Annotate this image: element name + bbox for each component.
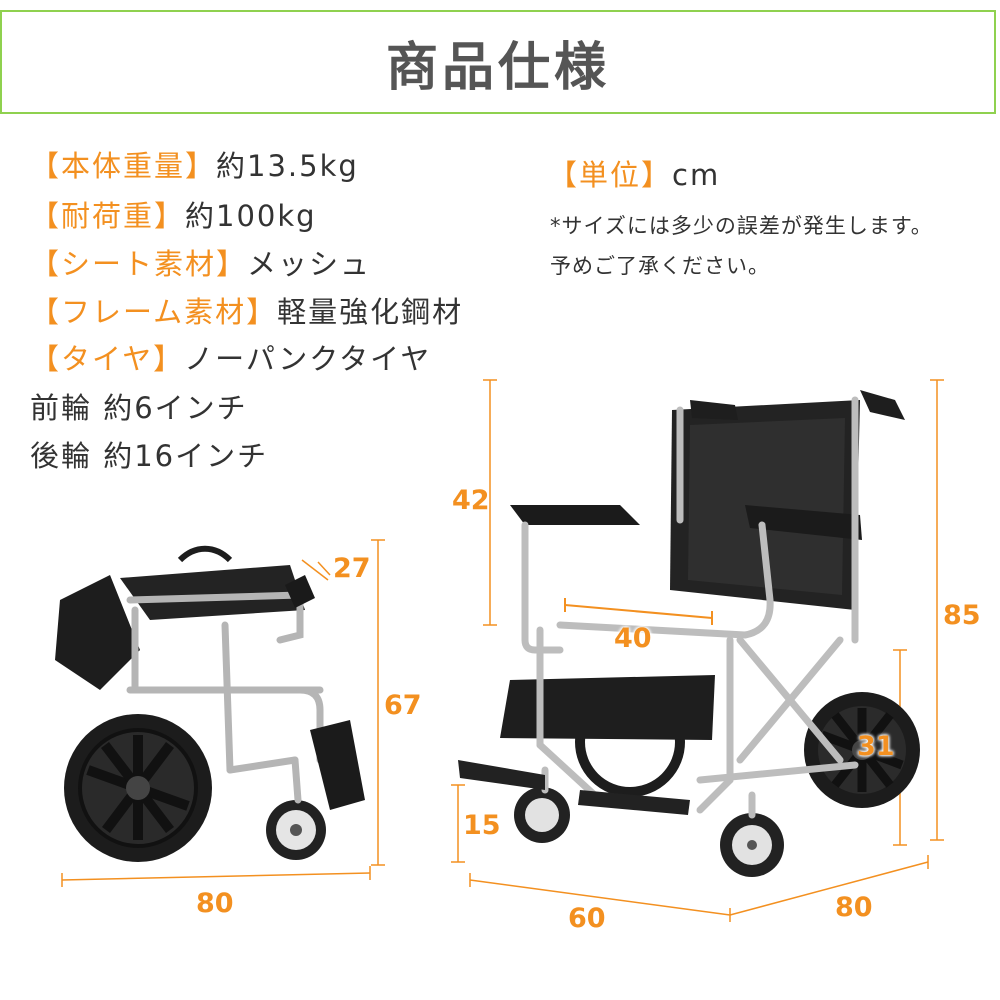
- open-wheelchair: [458, 390, 920, 877]
- note-line-2: 予めご了承ください。: [550, 254, 770, 278]
- unit-value: cm: [672, 158, 721, 192]
- dim-seat-width: 40: [614, 623, 652, 654]
- title-banner: 商品仕様: [0, 10, 996, 114]
- spec-tire: 【タイヤ】ノーパンクタイヤ: [30, 345, 431, 374]
- dim-folded-height: 67: [384, 690, 422, 721]
- spec-frame: 【フレーム素材】軽量強化鋼材: [30, 298, 463, 327]
- spec-value: 軽量強化鋼材: [277, 295, 464, 329]
- front-wheel-text: 前輪 約6インチ: [30, 391, 248, 425]
- note-line-1: *サイズには多少の誤差が発生します。: [550, 214, 933, 238]
- spec-key: 【耐荷重】: [30, 199, 186, 233]
- dimension-lines: [61, 379, 944, 922]
- spec-key: 【フレーム素材】: [30, 295, 278, 329]
- dim-folded-width: 80: [196, 888, 234, 919]
- page-title: 商品仕様: [385, 37, 610, 98]
- unit-key: 【単位】: [548, 158, 673, 192]
- spec-rear-wheel: 後輪 約16インチ: [30, 442, 268, 471]
- dim-footrest: 15: [463, 810, 501, 841]
- spec-key: 【タイヤ】: [30, 342, 185, 376]
- spec-load: 【耐荷重】約100kg: [30, 202, 317, 231]
- dim-rear-wheel: 31: [857, 731, 895, 762]
- spec-value: 約13.5kg: [216, 149, 359, 183]
- spec-seat: 【シート素材】メッシュ: [30, 250, 371, 279]
- spec-value: 約100kg: [185, 199, 317, 233]
- folded-wheelchair: [55, 545, 365, 862]
- spec-value: ノーパンクタイヤ: [184, 342, 432, 376]
- spec-weight: 【本体重量】約13.5kg: [30, 152, 359, 181]
- dim-folded-top: 27: [333, 553, 371, 584]
- spec-key: 【シート素材】: [30, 247, 248, 281]
- dim-total-height: 85: [943, 600, 981, 631]
- spec-value: メッシュ: [247, 247, 372, 281]
- spec-key: 【本体重量】: [30, 149, 217, 183]
- unit-line: 【単位】cm: [548, 152, 720, 194]
- dim-width: 60: [568, 903, 606, 934]
- rear-wheel-text: 後輪 約16インチ: [30, 439, 269, 473]
- dim-seat-back: 42: [452, 485, 490, 516]
- spec-front-wheel: 前輪 約6インチ: [30, 394, 248, 423]
- dim-depth: 80: [835, 892, 873, 923]
